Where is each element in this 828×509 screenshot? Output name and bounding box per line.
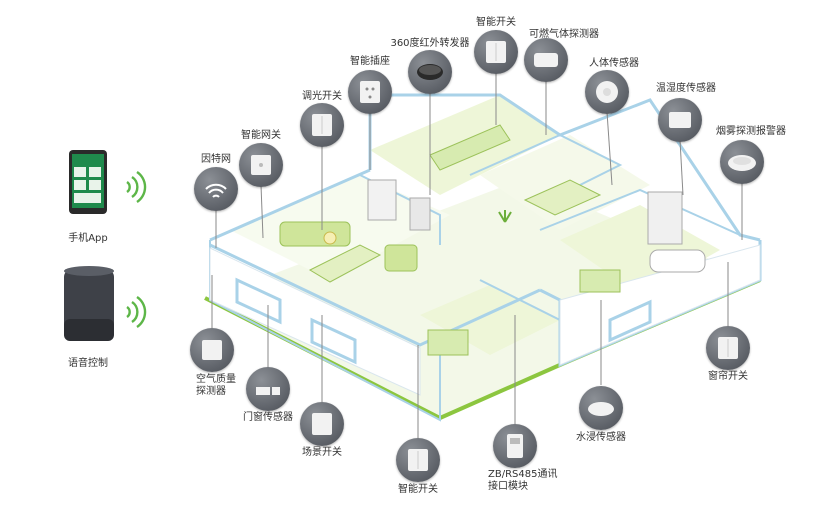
smoke-alarm-label: 烟雾探测报警器 — [716, 126, 786, 137]
temp-humidity-label: 温湿度传感器 — [656, 83, 716, 94]
gateway-label: 智能网关 — [241, 130, 281, 141]
app-label: 手机App — [68, 233, 108, 244]
gas-detector-label: 可燃气体探测器 — [529, 29, 599, 40]
tv-cabinet — [409, 197, 431, 231]
sofa — [279, 221, 351, 247]
internet-label: 因特网 — [201, 154, 231, 165]
air-quality-icon — [190, 328, 234, 372]
voice-label: 语音控制 — [68, 358, 108, 369]
air-quality-label: 空气质量 探测器 — [196, 374, 256, 398]
dimmer-label: 调光开关 — [302, 91, 342, 102]
armchair — [384, 244, 418, 272]
comm-module-icon — [493, 424, 537, 468]
floor-lamp — [323, 231, 337, 245]
wall-front-top — [209, 243, 541, 347]
water-sensor-icon — [579, 386, 623, 430]
socket-icon — [348, 70, 392, 114]
water-sensor-label: 水浸传感器 — [576, 432, 626, 443]
gas-detector-icon — [524, 38, 568, 82]
scene-switch-icon — [300, 402, 344, 446]
leader-body — [606, 111, 613, 186]
vanity — [579, 269, 621, 293]
wifi-signal-icon — [126, 296, 147, 328]
wall-inner-2 — [539, 188, 741, 236]
curtain-switch-icon — [706, 326, 750, 370]
cabinet — [427, 329, 469, 356]
body-sensor-label: 人体传感器 — [589, 58, 639, 69]
gateway-icon — [239, 143, 283, 187]
dining-table — [523, 179, 602, 216]
socket-label: 智能插座 — [350, 56, 390, 67]
wall-outer-left — [209, 168, 371, 242]
ir-remote-icon — [408, 50, 452, 94]
bathtub — [649, 249, 706, 273]
door-sensor-label: 门窗传感器 — [243, 412, 293, 423]
air-quality-label-line2: 探测器 — [196, 386, 226, 397]
dimmer-icon — [300, 103, 344, 147]
internet-icon — [194, 167, 238, 211]
smoke-alarm-icon — [720, 140, 764, 184]
door-sensor-icon — [246, 367, 290, 411]
comm-module-label-line1: ZB/RS485通讯 — [488, 469, 558, 480]
air-quality-label-line1: 空气质量 — [196, 374, 236, 385]
switch-bottom-label: 智能开关 — [398, 484, 438, 495]
leader-temp — [679, 139, 684, 196]
phone-icon — [69, 150, 107, 214]
switch-top-label: 智能开关 — [476, 17, 516, 28]
wifi-signal-icon — [126, 171, 147, 203]
kitchen-counter — [429, 124, 511, 171]
comm-module-label-line2: 接口模块 — [488, 481, 528, 492]
scene-switch-label: 场景开关 — [302, 447, 342, 458]
window-1 — [235, 277, 282, 325]
comm-module-label: ZB/RS485通讯 接口模块 — [488, 469, 578, 493]
window-2 — [310, 317, 357, 365]
smart-speaker-icon — [64, 266, 114, 341]
temp-humidity-icon — [658, 98, 702, 142]
leader-gateway — [260, 184, 264, 239]
plant — [498, 210, 512, 223]
curtain-switch-label: 窗帘开关 — [708, 371, 748, 382]
ir-remote-label: 360度红外转发器 — [390, 38, 470, 49]
fridge — [367, 179, 397, 221]
wardrobe — [647, 191, 683, 245]
switch-bottom-icon — [396, 438, 440, 482]
switch-top-icon — [474, 30, 518, 74]
body-sensor-icon — [585, 70, 629, 114]
window-3 — [608, 299, 652, 343]
coffee-table — [308, 244, 382, 283]
